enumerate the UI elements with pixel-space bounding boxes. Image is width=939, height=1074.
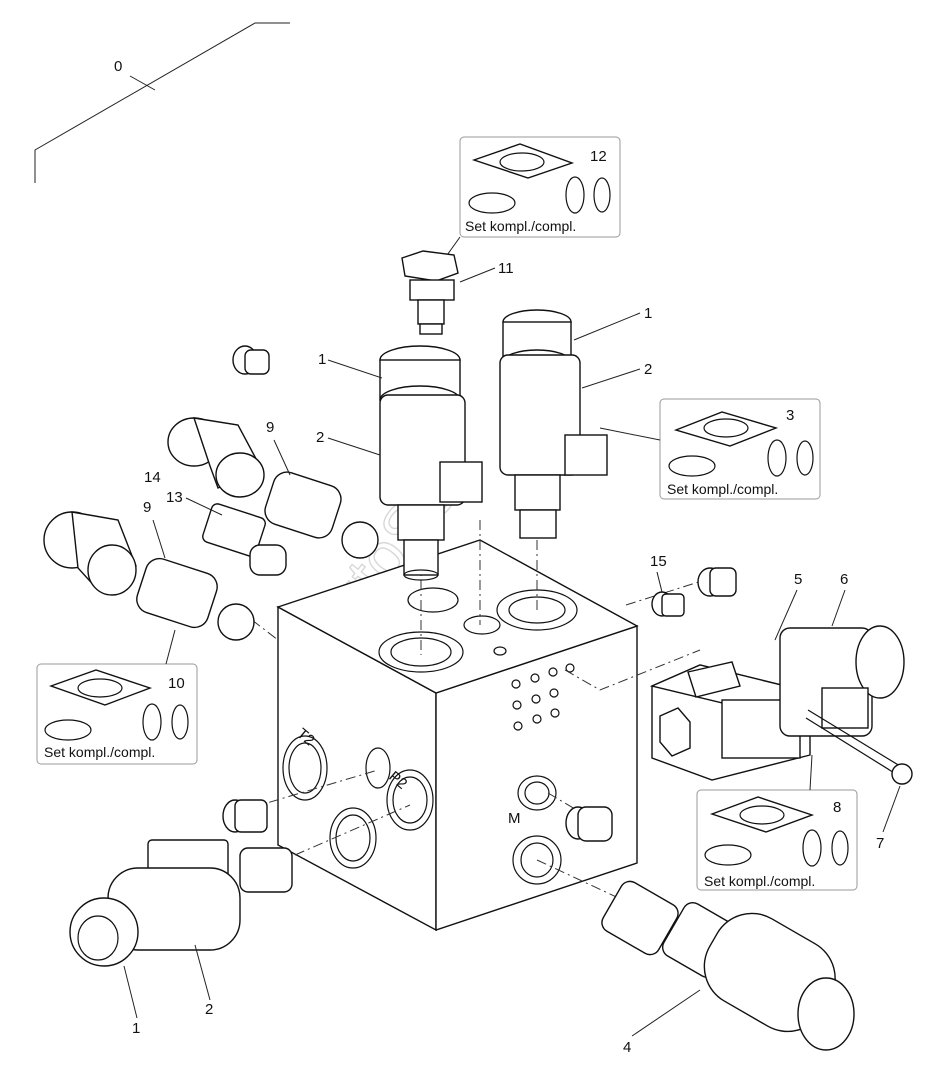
kit-12: 12 Set kompl./compl.: [459, 136, 621, 238]
callout-4: 4: [623, 1039, 631, 1056]
kit-10-label: Set kompl./compl.: [44, 744, 155, 760]
plug-right-face: [565, 806, 613, 842]
callout-2-lower: 2: [205, 1001, 213, 1018]
kit-8: 8 Set kompl./compl.: [696, 789, 858, 891]
callout-14: 14: [144, 469, 161, 486]
kit-10: 10 Set kompl./compl.: [36, 663, 198, 765]
part-11-cartridge: 11: [401, 250, 514, 335]
callout-8: 8: [833, 799, 841, 816]
directional-valve-5: 5: [649, 571, 813, 781]
sleeve-lower: [43, 511, 137, 596]
part-15-fitting: 15: [650, 553, 685, 617]
callout-5: 5: [794, 571, 802, 588]
sleeve-upper: [167, 417, 265, 498]
plug-left-face: [222, 799, 268, 833]
callout-1-right: 1: [644, 305, 652, 322]
callout-1-lower: 1: [132, 1020, 140, 1037]
plug-right: [697, 567, 737, 597]
kit-3: 3 Set kompl./compl.: [659, 398, 821, 500]
callout-2-right: 2: [644, 361, 652, 378]
part-13: 13 14: [144, 469, 287, 576]
kit-8-label: Set kompl./compl.: [704, 873, 815, 889]
callout-15: 15: [650, 553, 667, 570]
kit-3-label: Set kompl./compl.: [667, 481, 778, 497]
callout-11: 11: [498, 260, 514, 277]
assembly-frame: [34, 22, 290, 183]
coil-6: 6: [779, 571, 905, 737]
port-mark-m: M: [508, 810, 521, 827]
kit-12-label: Set kompl./compl.: [465, 218, 576, 234]
callout-1-left: 1: [318, 351, 326, 368]
callout-7: 7: [876, 835, 884, 852]
callout-9-upper: 9: [266, 419, 274, 436]
callout-6: 6: [840, 571, 848, 588]
proportional-valve-4: 4: [601, 880, 855, 1056]
solenoid-valve-left: 1 2: [316, 345, 483, 581]
callout-13: 13: [166, 489, 183, 506]
callout-9-lower: 9: [143, 499, 151, 516]
part-9-upper: 9: [264, 419, 379, 559]
solenoid-valve-right: 1 2: [499, 305, 652, 539]
callout-2-left: 2: [316, 429, 324, 446]
manifold-block: T2 P2 M: [276, 539, 639, 932]
solenoid-valve-lower-left: 1 2: [69, 839, 293, 1037]
bolt-7: 7: [805, 709, 913, 852]
callout-3: 3: [786, 407, 794, 424]
callout-0: 0: [114, 58, 122, 75]
callout-12: 12: [590, 148, 607, 165]
callout-10: 10: [168, 675, 185, 692]
plug-small: [232, 345, 270, 375]
part-9-lower: 9: [136, 499, 255, 641]
